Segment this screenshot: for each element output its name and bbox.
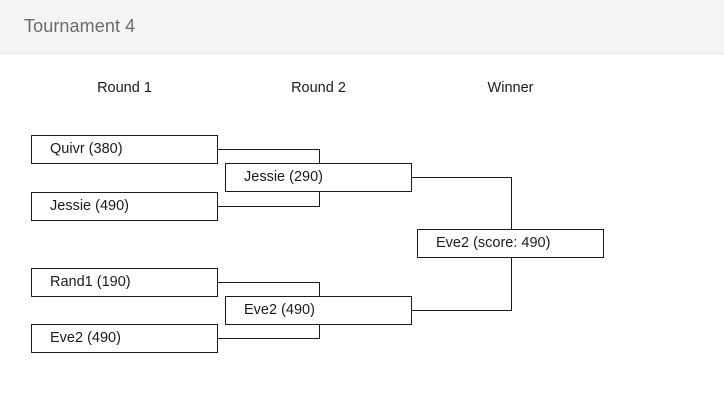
round-heading-round-2: Round 2 [291, 80, 346, 96]
bracket-slot-label: Jessie (490) [50, 198, 129, 214]
round-heading-round-1: Round 1 [97, 80, 152, 96]
bracket-slot-label: Eve2 (490) [50, 330, 121, 346]
bracket-slot-round2-match2[interactable]: Eve2 (490) [225, 296, 412, 325]
page-title: Tournament 4 [24, 16, 136, 36]
bracket-slot-label: Eve2 (490) [244, 302, 315, 318]
connector-r2-m2-horizontal [412, 310, 512, 311]
bracket-slot-round1-match1-player1[interactable]: Quivr (380) [31, 135, 218, 164]
bracket-slot-label: Rand1 (190) [50, 274, 131, 290]
bracket-slot-label: Eve2 (score: 490) [436, 235, 551, 251]
connector-r2-m1-horizontal [412, 177, 512, 178]
connector-r1-m1-p2-horizontal [218, 206, 320, 207]
bracket-slot-round1-match1-player2[interactable]: Jessie (490) [31, 192, 218, 221]
connector-r1-m2-p2-horizontal [218, 338, 320, 339]
connector-r1-m1-p1-horizontal [218, 149, 320, 150]
connector-r1-m2-p1-horizontal [218, 282, 320, 283]
round-heading-winner: Winner [487, 80, 534, 96]
app-header: Tournament 4 [0, 0, 724, 54]
bracket-slot-label: Quivr (380) [50, 141, 123, 157]
bracket-slot-round2-match1[interactable]: Jessie (290) [225, 163, 412, 192]
bracket-slot-round1-match2-player1[interactable]: Rand1 (190) [31, 268, 218, 297]
bracket-slot-label: Jessie (290) [244, 169, 323, 185]
tournament-bracket: Round 1 Round 2 Winner Quivr (380) Jessi… [0, 54, 724, 383]
bracket-slot-round1-match2-player2[interactable]: Eve2 (490) [31, 324, 218, 353]
bracket-slot-winner[interactable]: Eve2 (score: 490) [417, 229, 604, 258]
